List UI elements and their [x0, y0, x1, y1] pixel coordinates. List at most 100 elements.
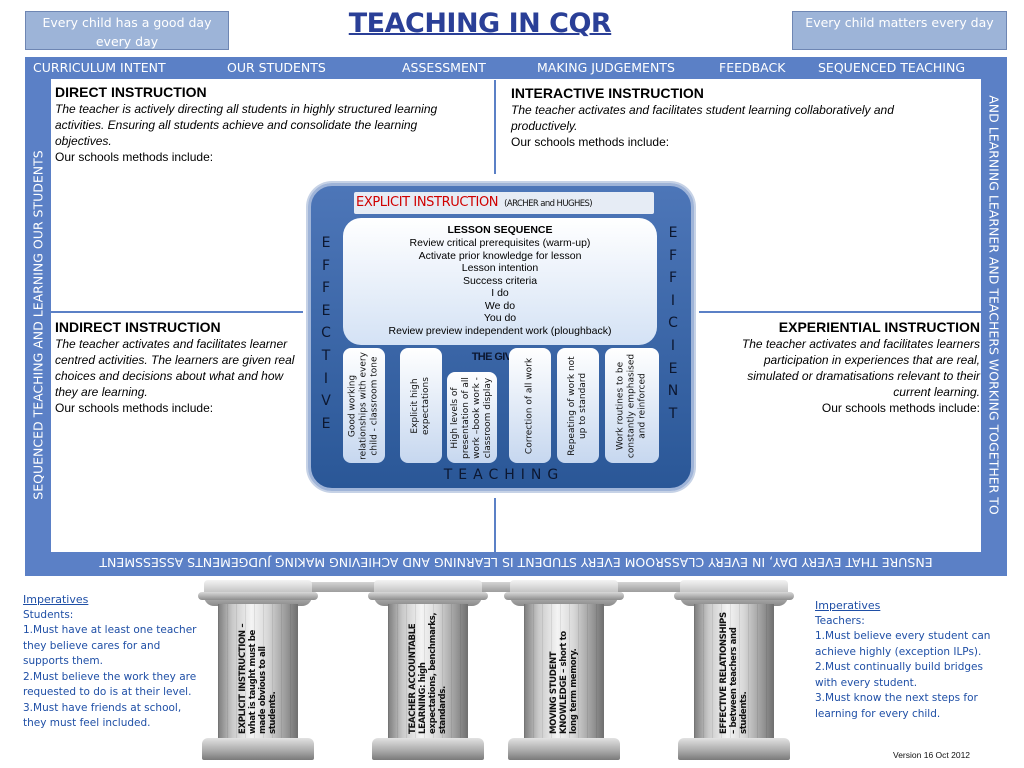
effective-letter: E — [321, 415, 331, 432]
effective-letter: T — [321, 347, 331, 364]
given-pillar: High levels of presentation of all work … — [447, 372, 497, 463]
imperative-item: 1.Must have at least one teacher they be… — [23, 624, 197, 667]
experiential-instruction-section: EXPERIENTIAL INSTRUCTION The teacher act… — [718, 319, 980, 416]
column-text: EFFECTIVE RELATIONSHIPS – between teache… — [719, 612, 749, 734]
lesson-step: We do — [484, 299, 516, 312]
effective-letter: V — [321, 393, 331, 410]
divider-right — [699, 311, 981, 313]
imperative-item: 1.Must believe every student can achieve… — [815, 630, 991, 658]
column-base — [508, 738, 620, 760]
imperatives-students: Imperatives Students: 1.Must have at lea… — [23, 592, 203, 732]
column-pillar: EFFECTIVE RELATIONSHIPS – between teache… — [674, 580, 794, 762]
frame-right-text: AND LEARNING LEARNER AND TEACHERS WORKIN… — [986, 95, 1002, 515]
direct-instruction-title: DIRECT INSTRUCTION — [55, 84, 207, 100]
columns-lintel — [208, 582, 786, 592]
explicit-instruction-subtitle: (ARCHER and HUGHES) — [504, 199, 593, 209]
frame-left-text: SEQUENCED TEACHING AND LEARNING OUR STUD… — [30, 150, 46, 500]
lesson-step: Activate prior knowledge for lesson — [418, 249, 582, 262]
column-pillar: TEACHER ACCOUNTABLE LEARNING: high expec… — [368, 580, 488, 762]
lesson-step: You do — [483, 312, 517, 324]
column-text: TEACHER ACCOUNTABLE LEARNING: high expec… — [408, 612, 448, 734]
column-pillar: MOVING STUDENT KNOWLEDGE – short to long… — [504, 580, 624, 762]
direct-instruction-desc: The teacher is actively directing all st… — [55, 102, 438, 148]
lesson-step: Success criteria — [462, 274, 538, 287]
given-pillar: Explicit high expectations — [400, 348, 442, 463]
given-text: High levels of presentation of all work … — [450, 376, 493, 459]
given-pillar: Repeating of work not up to standard — [557, 348, 599, 463]
frame-right-band — [981, 57, 1007, 576]
column-base — [202, 738, 314, 760]
effective-letter: F — [321, 257, 331, 274]
given-text: Explicit high expectations — [410, 376, 431, 435]
efficient-letter: N — [667, 383, 679, 400]
frame-left-band — [25, 57, 51, 576]
efficient-letter: E — [668, 360, 678, 377]
frame-bottom-band — [25, 552, 1007, 576]
given-text: Good working relationships with every ch… — [347, 351, 380, 460]
experiential-instruction-title: EXPERIENTIAL INSTRUCTION — [778, 319, 980, 335]
interactive-instruction-section: INTERACTIVE INSTRUCTION The teacher acti… — [511, 85, 951, 150]
nav-sequenced-teaching[interactable]: SEQUENCED TEACHING — [818, 60, 966, 75]
column-base — [678, 738, 790, 760]
tagline-right: Every child matters every day — [792, 11, 1007, 50]
efficient-letter: T — [668, 405, 678, 422]
indirect-instruction-methods: Our schools methods include: — [55, 401, 214, 415]
column-capital — [674, 580, 794, 606]
imperatives-students-who: Students: — [23, 608, 74, 621]
column-text: MOVING STUDENT KNOWLEDGE – short to long… — [549, 631, 579, 734]
interactive-instruction-desc: The teacher activates and facilitates st… — [511, 103, 894, 133]
lesson-step: Lesson intention — [461, 262, 539, 274]
experiential-instruction-desc: The teacher activates and facilitates le… — [741, 337, 980, 399]
imperative-item: 2.Must believe the work they are request… — [23, 670, 197, 699]
imperative-item: 2.Must continually build bridges with ev… — [815, 661, 983, 689]
indirect-instruction-section: INDIRECT INSTRUCTION The teacher activat… — [55, 319, 305, 416]
indirect-instruction-title: INDIRECT INSTRUCTION — [55, 319, 221, 335]
version-label: Version 16 Oct 2012 — [893, 750, 971, 760]
given-text: Work routines to be constantly emphasise… — [615, 353, 648, 458]
efficient-letter: I — [670, 337, 676, 354]
column-text: EXPLICIT INSTRUCTION – what is taught mu… — [238, 623, 278, 734]
effective-letter: E — [321, 302, 331, 319]
imperatives-students-title: Imperatives — [23, 593, 89, 606]
column-pillar: EXPLICIT INSTRUCTION – what is taught mu… — [198, 580, 318, 762]
given-text: Correction of all work — [524, 357, 535, 454]
divider-bottom — [494, 498, 496, 552]
divider-left — [51, 311, 303, 313]
column-capital — [198, 580, 318, 606]
imperatives-teachers-title: Imperatives — [815, 599, 881, 612]
nav-curriculum-intent[interactable]: CURRICULUM INTENT — [33, 60, 166, 75]
frame-bottom-text: ENSURE THAT EVERY DAY, IN EVERY CLASSROO… — [99, 555, 933, 570]
column-shaft — [524, 604, 604, 740]
direct-instruction-section: DIRECT INSTRUCTION The teacher is active… — [55, 84, 475, 165]
lesson-step: I do — [491, 287, 509, 299]
direct-instruction-methods: Our schools methods include: — [55, 150, 214, 164]
column-capital — [504, 580, 624, 606]
nav-making-judgements[interactable]: MAKING JUDGEMENTS — [537, 60, 675, 75]
teaching-label: TEACHING — [443, 467, 565, 483]
lesson-step: Review preview independent work (ploughb… — [388, 324, 612, 337]
nav-feedback[interactable]: FEEDBACK — [719, 60, 786, 75]
given-text: Repeating of work not up to standard — [567, 355, 588, 456]
effective-letters: E F F E C T I V E — [316, 232, 336, 435]
nav-our-students[interactable]: OUR STUDENTS — [227, 60, 326, 75]
imperative-item: 3.Must know the next steps for learning … — [815, 692, 978, 720]
efficient-letter: F — [668, 270, 678, 287]
column-capital — [368, 580, 488, 606]
frame-top-band — [25, 57, 1007, 79]
nav-assessment[interactable]: ASSESSMENT — [402, 60, 486, 75]
explicit-instruction-panel: EXPLICIT INSTRUCTION(ARCHER and HUGHES) … — [308, 183, 694, 491]
given-pillar: Good working relationships with every ch… — [343, 348, 385, 463]
effective-letter: F — [321, 280, 331, 297]
page-title: TEACHING IN CQR — [348, 8, 612, 39]
column-shaft — [694, 604, 774, 740]
explicit-instruction-heading: EXPLICIT INSTRUCTION — [356, 195, 499, 210]
efficient-letter: F — [668, 247, 678, 264]
effective-letter: I — [323, 370, 329, 387]
given-pillar: Correction of all work — [509, 348, 551, 463]
experiential-instruction-methods: Our schools methods include: — [821, 401, 980, 415]
lesson-sequence-title: LESSON SEQUENCE — [447, 224, 553, 236]
imperatives-teachers: Imperatives Teachers: 1.Must believe eve… — [815, 598, 995, 722]
indirect-instruction-desc: The teacher activates and facilitates le… — [55, 337, 295, 399]
imperative-item: 3.Must have friends at school, they must… — [23, 701, 182, 730]
lesson-step: Review critical prerequisites (warm-up) — [409, 237, 591, 249]
